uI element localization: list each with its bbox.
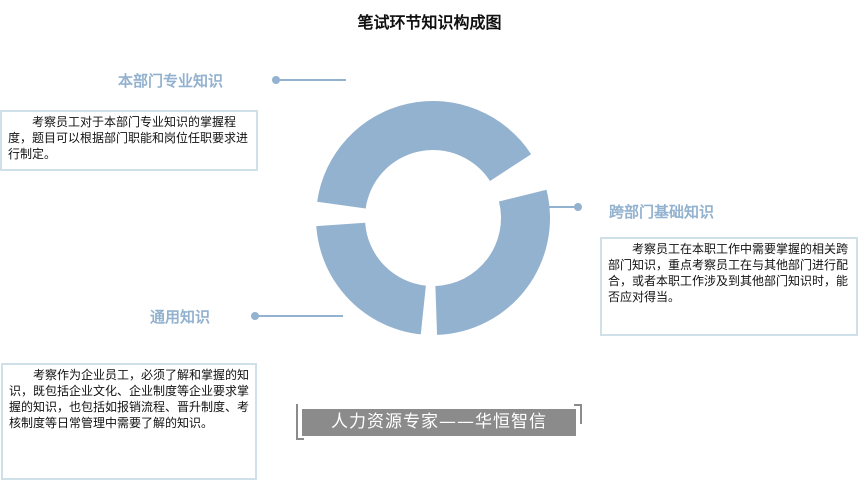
segment-general-knowledge [316,222,426,335]
connector-line [276,79,346,81]
segment-cross-department-knowledge [435,189,550,335]
segment-department-knowledge [317,100,532,209]
connector-line [257,315,343,317]
description-box-department-knowledge: 考察员工对于本部门专业知识的掌握程度，题目可以根据部门职能和岗位任职要求进行制定… [0,110,258,171]
watermark-banner: 人力资源专家——华恒智信 [302,409,576,436]
description-text: 考察作为企业员工，必须了解和掌握的知识，既包括企业文化、企业制度等企业要求掌握的… [9,368,250,430]
description-box-general-knowledge: 考察作为企业员工，必须了解和掌握的知识，既包括企业文化、企业制度等企业要求掌握的… [1,363,257,480]
description-text: 考察员工对于本部门专业知识的掌握程度，题目可以根据部门职能和岗位任职要求进行制定… [8,115,249,161]
heading-cross-department-knowledge: 跨部门基础知识 [609,203,715,221]
connector-dot [574,203,582,211]
page-title: 笔试环节知识构成图 [357,13,502,32]
description-box-cross-department-knowledge: 考察员工在本职工作中需要掌握的相关跨部门知识，重点考察员工在与其他部门进行配合，… [600,237,858,336]
watermark-frame [574,404,582,424]
heading-department-knowledge: 本部门专业知识 [118,72,224,90]
connector-line [548,206,578,208]
heading-general-knowledge: 通用知识 [150,308,211,326]
connector-dot [251,312,259,320]
description-text: 考察员工在本职工作中需要掌握的相关跨部门知识，重点考察员工在与其他部门进行配合，… [608,242,849,304]
connector-dot [272,76,280,84]
watermark-frame [296,404,304,440]
